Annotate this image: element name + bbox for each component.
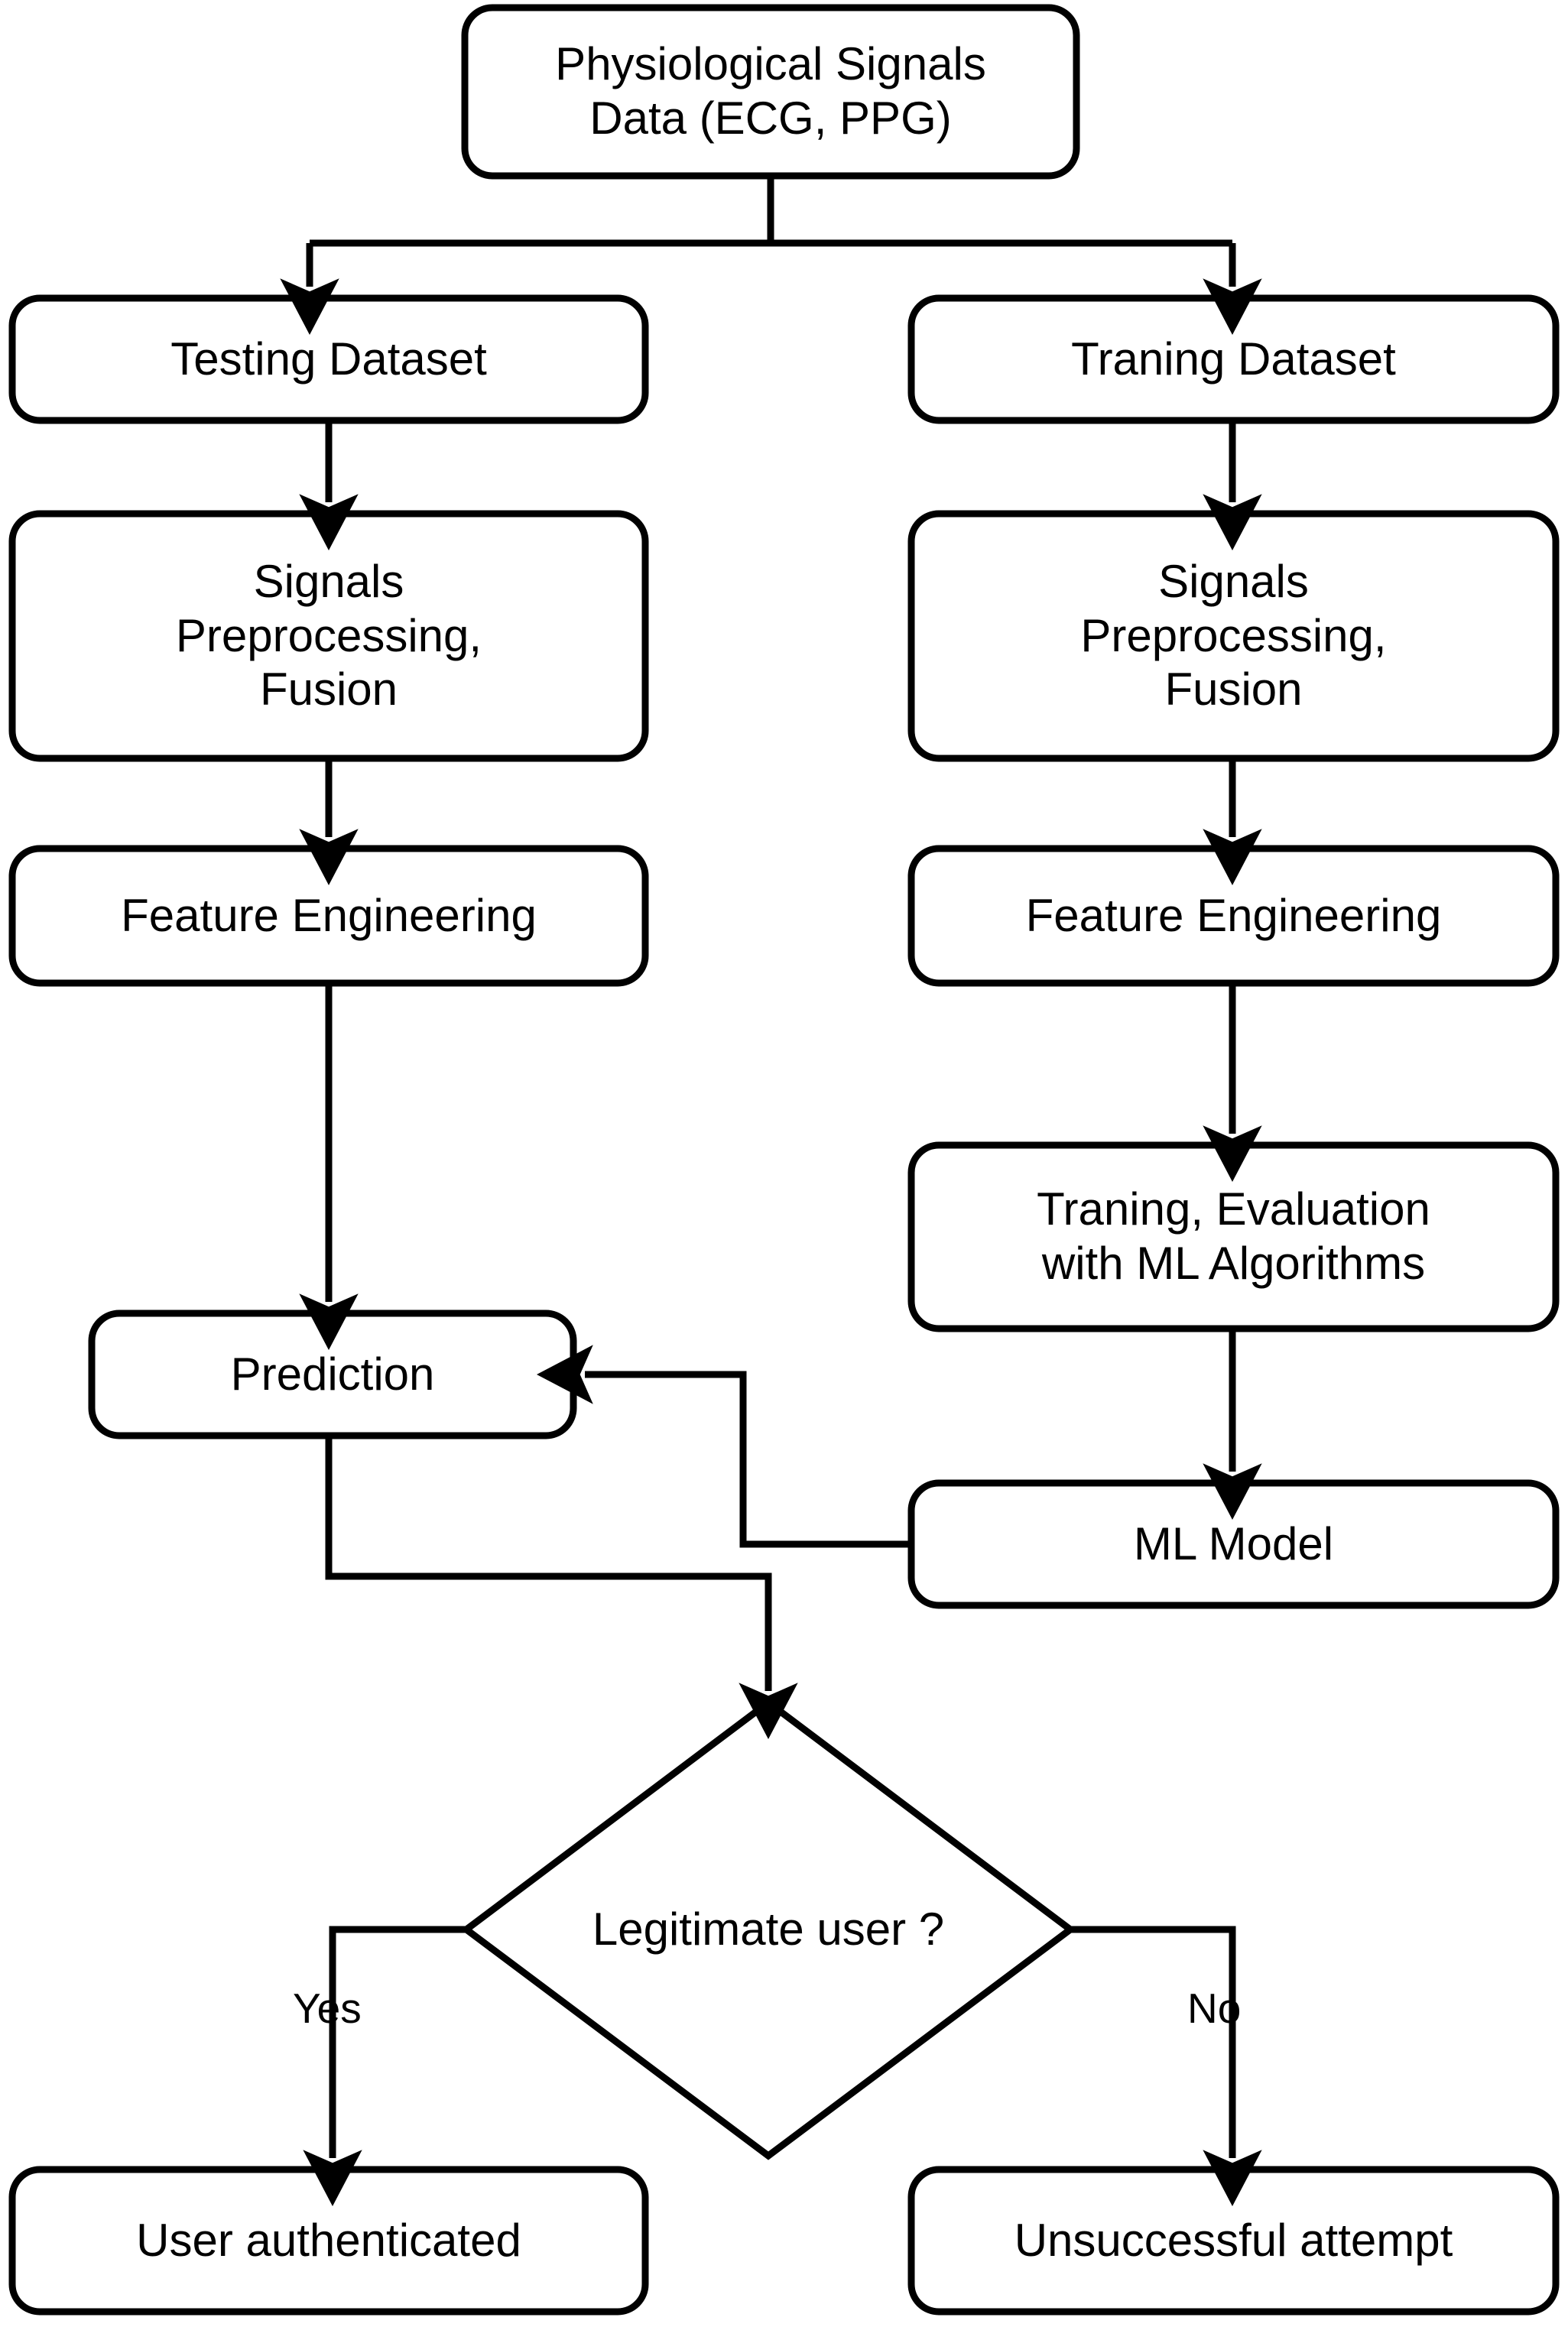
node-decision-shape [460, 1698, 1076, 2160]
edge-decision-no [1070, 1926, 1262, 2206]
node-preproc-left-shape [8, 510, 649, 762]
node-ml-model-shape [907, 1479, 1560, 1609]
node-training-shape [907, 294, 1560, 424]
node-train-eval-shape [907, 1141, 1560, 1332]
node-authenticated-shape [8, 2166, 649, 2316]
node-prediction-shape [88, 1310, 577, 1439]
edge-prediction-decision [325, 1436, 798, 1739]
node-feat-left-shape [8, 845, 649, 987]
node-source-shape [461, 4, 1080, 180]
node-testing-shape [8, 294, 649, 424]
node-preproc-right-shape [907, 510, 1560, 762]
edge-label-no: No [1187, 1985, 1242, 2032]
edge-decision-yes [303, 1926, 466, 2206]
node-unsuccessful-shape [907, 2166, 1560, 2316]
edge-label-yes: Yes [293, 1985, 362, 2032]
node-feat-right-shape [907, 845, 1560, 987]
edge-source-split [310, 176, 1232, 247]
edge-model-prediction [537, 1345, 911, 1548]
